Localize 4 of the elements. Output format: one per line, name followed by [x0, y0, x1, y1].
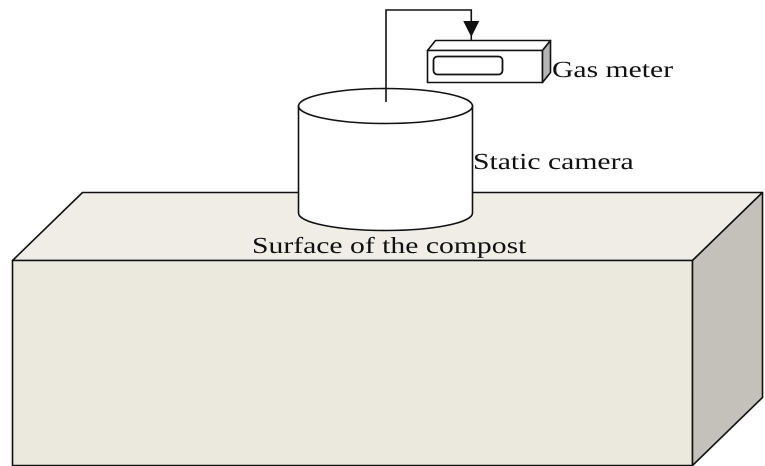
device-label: Gas meter: [552, 57, 674, 84]
chamber-label: Static camera: [473, 149, 634, 176]
surface-label: Surface of the compost: [252, 232, 526, 259]
arrow: [385, 9, 480, 102]
